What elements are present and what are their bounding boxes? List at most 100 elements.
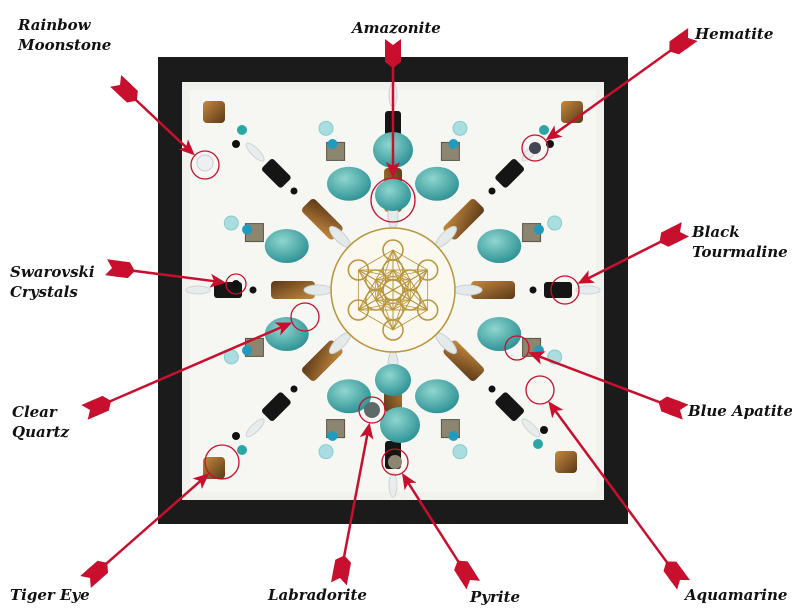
pyrite: [388, 455, 402, 469]
pyrite-callout-circle: [381, 448, 409, 476]
aquamarine: [452, 444, 468, 460]
amazonite-tumble: [380, 407, 420, 443]
amazonite-tumble: [375, 179, 411, 211]
amazonite-tumble: [264, 228, 309, 263]
label-aquamarine: Aquamarine: [685, 586, 788, 604]
amazonite-tumble: [415, 379, 460, 414]
blue-apatite: [242, 345, 253, 356]
clear-quartz-callout-circle: [290, 302, 320, 332]
labradorite-arrow-shaft: [338, 430, 370, 579]
arrow-head-icon: [528, 351, 546, 365]
arrow-head-icon: [545, 125, 563, 141]
arrow-head-icon: [401, 472, 417, 491]
clear-quartz-point: [388, 472, 398, 498]
tiger-eye-callout-circle: [204, 444, 240, 480]
arrow-fletching-icon: [385, 48, 401, 68]
amazonite-bead: [237, 445, 247, 455]
label-labradorite: Labradorite: [268, 586, 367, 604]
blue-apatite-arrow-shaft: [535, 353, 681, 412]
geometry-line: [375, 299, 428, 311]
aquamarine-arrow-shaft: [552, 406, 682, 581]
geometry-line: [358, 269, 377, 301]
swarovski-crystals-callout-circle: [225, 273, 247, 295]
amazonite-tumble: [477, 228, 522, 263]
arrow-fletching-icon: [669, 33, 691, 55]
amazonite-tumble: [415, 166, 460, 201]
amazonite-bead: [533, 439, 543, 449]
aquamarine: [223, 215, 239, 231]
label-blue-apatite: Blue Apatite: [688, 402, 792, 420]
tiger-eye-tumble: [561, 101, 583, 123]
blue-apatite: [242, 224, 253, 235]
arrow-fletching-icon: [663, 561, 685, 583]
onyx-bead: [249, 286, 257, 294]
metatrons-cube: [330, 227, 456, 353]
clear-quartz-point: [575, 285, 601, 295]
arrow-fletching-icon: [658, 396, 681, 417]
geometry-line: [375, 249, 394, 281]
clear-quartz-point: [245, 142, 265, 162]
geometry-line: [392, 269, 428, 311]
rainbow-moonstone: [196, 154, 214, 172]
tiger-eye-arrow-shaft: [89, 477, 205, 579]
rainbow-moonstone-callout-circle: [190, 150, 220, 180]
arrow-head-icon: [178, 139, 195, 156]
arrow-fletching-icon: [89, 395, 112, 417]
onyx-bead: [232, 140, 240, 148]
arrow-head-icon: [577, 270, 595, 284]
arrow-fletching-icon: [80, 566, 102, 588]
onyx-bead: [488, 385, 496, 393]
geometry-line: [392, 299, 411, 331]
blue-apatite: [448, 139, 459, 150]
black-tourmaline: [262, 159, 291, 188]
aquamarine: [318, 444, 334, 460]
amazonite-tumble: [375, 364, 411, 396]
hematite-callout-circle: [521, 134, 549, 162]
swarovski-crystal: [232, 280, 240, 288]
labradorite-callout-circle: [358, 396, 386, 424]
aquamarine: [452, 120, 468, 136]
labradorite: [364, 402, 380, 418]
tiger-eye-point: [471, 281, 515, 299]
clear-quartz-point: [245, 418, 265, 438]
aquamarine-callout-circle: [525, 375, 555, 405]
onyx-bead: [232, 432, 240, 440]
geometry-line: [375, 279, 394, 331]
amazonite-tumble: [264, 317, 309, 352]
blue-apatite-callout-circle: [504, 335, 530, 361]
aquamarine: [318, 120, 334, 136]
tiger-eye-tumble: [203, 101, 225, 123]
amazonite-tumble: [477, 317, 522, 352]
arrow-fletching-icon: [659, 226, 681, 247]
clear-quartz-point: [453, 284, 483, 296]
geometry-line: [358, 279, 377, 311]
callouts: [80, 28, 698, 590]
arrow-head-icon: [209, 273, 227, 288]
onyx-bead: [290, 187, 298, 195]
onyx-bead: [529, 286, 537, 294]
geometry-line: [358, 249, 394, 271]
arrow-head-icon: [386, 162, 400, 178]
geometry-line: [358, 299, 376, 311]
onyx-bead: [488, 187, 496, 195]
black-tourmaline: [495, 392, 524, 421]
black-tourmaline: [544, 282, 572, 298]
hematite: [529, 142, 541, 154]
clear-quartz-point: [303, 284, 333, 296]
arrow-fletching-icon: [113, 260, 135, 279]
geometry-line: [375, 279, 394, 311]
aquamarine: [547, 215, 563, 231]
amazonite-bead: [237, 125, 247, 135]
blue-apatite: [448, 430, 459, 441]
hematite-arrow-shaft: [551, 36, 689, 137]
geometry-line: [409, 279, 428, 311]
arrow-head-icon: [274, 322, 293, 336]
amazonite-tumble: [326, 166, 371, 201]
label-tiger-eye: Tiger Eye: [10, 586, 90, 604]
geometry-line: [392, 249, 428, 271]
